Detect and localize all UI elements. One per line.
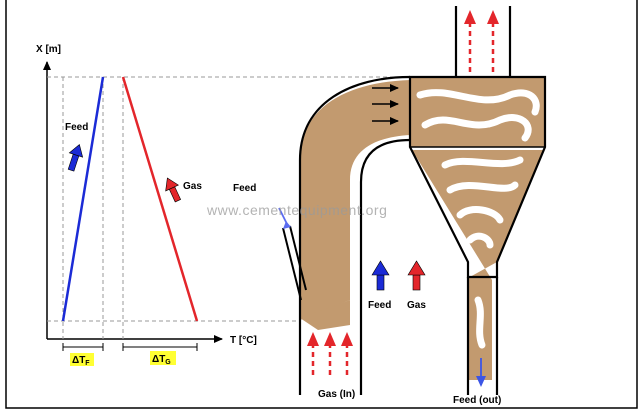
riser-inner-wall: [359, 138, 411, 395]
legend-gas-label: Gas: [407, 300, 426, 311]
y-axis-label: X [m]: [36, 44, 61, 55]
watermark-text: www.cementequipment.org: [206, 202, 387, 218]
delta-gas-sub: G: [165, 359, 171, 366]
feed-inlet-label: Feed: [233, 183, 256, 194]
gas-out-arrows: [464, 10, 499, 72]
svg-text:ΔTF: ΔTF: [72, 355, 90, 367]
feed-temperature-line: [61, 76, 105, 322]
feed-out-arrow-head: [476, 376, 486, 387]
gas-direction-arrow: [165, 177, 182, 203]
delta-feed-sub: F: [85, 360, 90, 367]
gas-in-arrows: [307, 332, 353, 375]
feed-out-label: Feed (out): [453, 395, 501, 406]
feed-inlet-pipe-inner: [289, 225, 307, 291]
feed-inlet-pipe-outer: [282, 227, 302, 301]
feed-direction-arrow: [67, 144, 84, 172]
legend-feed-arrow: [371, 260, 390, 291]
cyclone-cone-material: [412, 150, 543, 380]
delta-gas-main: ΔT: [152, 354, 165, 365]
riser-material-bottom: [300, 300, 350, 330]
gas-label-plot: Gas: [183, 181, 202, 192]
frame-border: [5, 0, 638, 409]
gas-temperature-line: [121, 76, 199, 322]
gas-outlet-pipe: [454, 6, 512, 77]
feed-label-plot: Feed: [65, 122, 88, 133]
riser-material-stream: [300, 80, 410, 320]
temperature-profile-plot: X [m] T [°C] Feed Gas ΔTF: [36, 44, 418, 367]
delta-feed-main: ΔT: [72, 355, 85, 366]
legend-feed-label: Feed: [368, 300, 391, 311]
riser-outer-wall: [298, 75, 411, 395]
x-axis-label: T [°C]: [230, 335, 257, 346]
cyclone-apparatus: Feed: [233, 6, 547, 406]
delta-t-gas: ΔTG: [122, 343, 198, 366]
svg-text:ΔTG: ΔTG: [152, 354, 171, 366]
feed-inlet-arrow-head: [283, 221, 291, 229]
delta-t-feed: ΔTF: [62, 343, 104, 367]
cyclone-swirl-pattern: [416, 89, 540, 349]
gas-in-label: Gas (In): [318, 389, 355, 400]
gas-entry-arrows: [372, 84, 399, 125]
legend-gas-arrow: [407, 260, 426, 291]
